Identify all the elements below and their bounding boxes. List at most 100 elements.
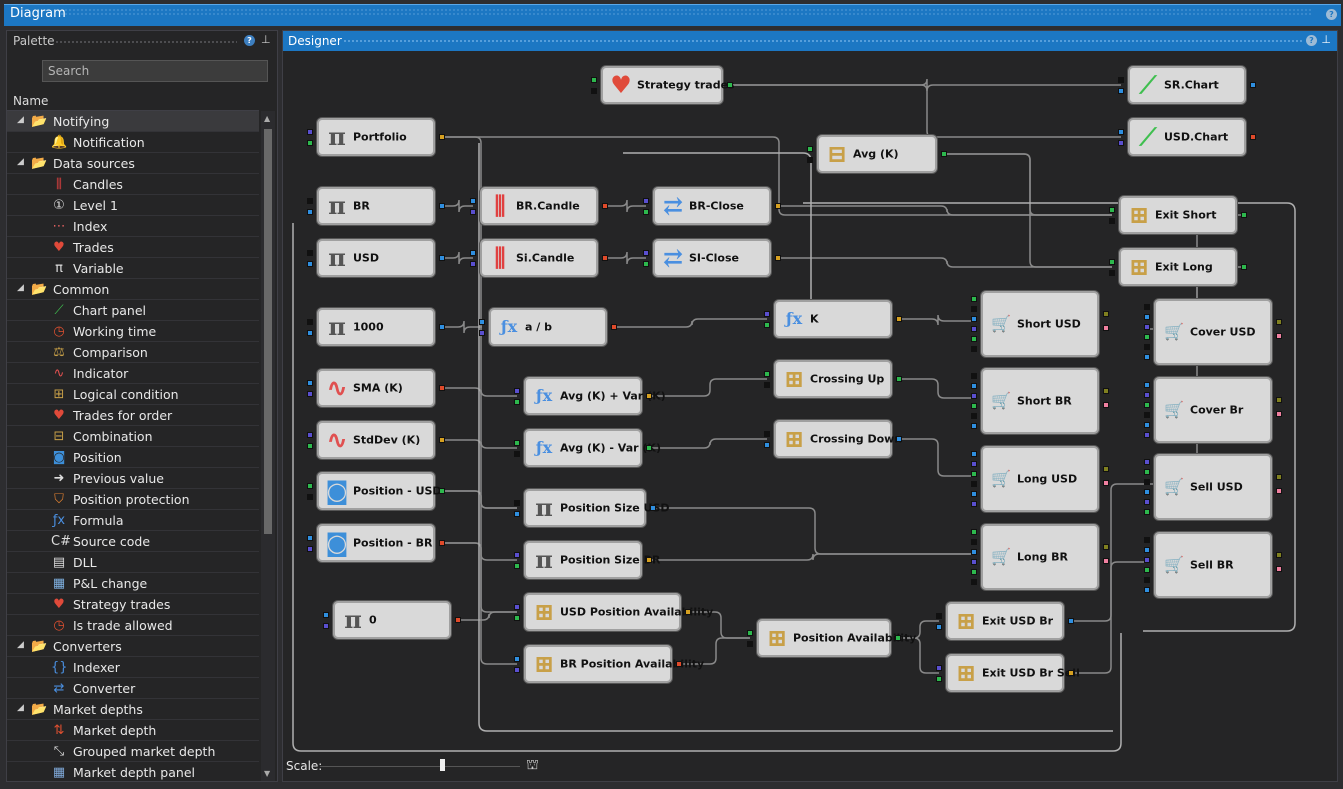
input-port[interactable] [470, 209, 476, 215]
node-short-br[interactable]: 🛒Short BR [981, 368, 1099, 434]
input-port[interactable] [307, 261, 313, 267]
output-port[interactable] [439, 255, 445, 261]
palette-item[interactable]: ⫼Candles [7, 174, 259, 195]
input-port[interactable] [1144, 344, 1150, 350]
input-port[interactable] [470, 261, 476, 267]
input-port[interactable] [936, 624, 942, 630]
input-port[interactable] [514, 500, 520, 506]
node-exit-long[interactable]: ⊞Exit Long [1119, 248, 1237, 286]
input-port[interactable] [307, 391, 313, 397]
input-port[interactable] [971, 413, 977, 419]
palette-item[interactable]: ⇄Converter [7, 678, 259, 699]
output-port[interactable] [1103, 480, 1109, 486]
node-si-close[interactable]: ⇄SI-Close [653, 239, 771, 277]
palette-item[interactable]: ⊟Combination [7, 426, 259, 447]
input-port[interactable] [307, 209, 313, 215]
input-port[interactable] [971, 373, 977, 379]
node-exit-short[interactable]: ⊞Exit Short [1119, 196, 1237, 234]
input-port[interactable] [971, 326, 977, 332]
input-port[interactable] [1144, 489, 1150, 495]
input-port[interactable] [1109, 218, 1115, 224]
output-port[interactable] [1250, 134, 1256, 140]
node-crossing-up[interactable]: ⊞Crossing Up [774, 360, 892, 398]
palette-scrollbar[interactable]: ▲ ▼ [261, 111, 275, 781]
input-port[interactable] [1144, 412, 1150, 418]
palette-category[interactable]: ◢📂Common [7, 279, 259, 300]
input-port[interactable] [971, 316, 977, 322]
input-port[interactable] [1144, 537, 1150, 543]
scale-slider-thumb[interactable] [440, 759, 445, 771]
input-port[interactable] [971, 559, 977, 565]
input-port[interactable] [307, 319, 313, 325]
node-exit-usd-br-sell[interactable]: ⊞Exit USD Br Sell [946, 654, 1080, 692]
input-port[interactable] [514, 399, 520, 405]
node-cover-usd[interactable]: 🛒Cover USD [1154, 299, 1272, 365]
palette-item[interactable]: ∿Indicator [7, 363, 259, 384]
node-br-close[interactable]: ⇄BR-Close [653, 187, 771, 225]
input-port[interactable] [764, 322, 770, 328]
palette-item[interactable]: 🔔Notification [7, 132, 259, 153]
input-port[interactable] [323, 623, 329, 629]
output-port[interactable] [1103, 466, 1109, 472]
palette-item[interactable]: ♥Strategy trades [7, 594, 259, 615]
input-port[interactable] [971, 579, 977, 585]
output-port[interactable] [1276, 319, 1282, 325]
output-port[interactable] [1068, 618, 1074, 624]
input-port[interactable] [1109, 270, 1115, 276]
output-port[interactable] [439, 385, 445, 391]
node-sr-chart[interactable]: ⟋SR.Chart [1128, 66, 1246, 104]
input-port[interactable] [1144, 304, 1150, 310]
node-sell-br[interactable]: 🛒Sell BR [1154, 532, 1272, 598]
input-port[interactable] [1144, 469, 1150, 475]
input-port[interactable] [971, 451, 977, 457]
output-port[interactable] [439, 134, 445, 140]
input-port[interactable] [514, 388, 520, 394]
output-port[interactable] [646, 445, 652, 451]
input-port[interactable] [643, 198, 649, 204]
output-port[interactable] [896, 436, 902, 442]
expand-arrow-icon[interactable]: ◢ [17, 157, 24, 167]
output-port[interactable] [439, 203, 445, 209]
input-port[interactable] [643, 261, 649, 267]
input-port[interactable] [971, 501, 977, 507]
input-port[interactable] [1144, 382, 1150, 388]
node-si-candle[interactable]: ⫼Si.Candle [480, 239, 598, 277]
input-port[interactable] [971, 336, 977, 342]
input-port[interactable] [936, 613, 942, 619]
output-port[interactable] [1103, 558, 1109, 564]
input-port[interactable] [971, 549, 977, 555]
input-port[interactable] [307, 443, 313, 449]
output-port[interactable] [1241, 212, 1247, 218]
node-usd-chart[interactable]: ⟋USD.Chart [1128, 118, 1246, 156]
input-port[interactable] [1118, 88, 1124, 94]
input-port[interactable] [1144, 499, 1150, 505]
input-port[interactable] [514, 667, 520, 673]
input-port[interactable] [1144, 324, 1150, 330]
help-icon[interactable]: ? [1326, 9, 1337, 20]
palette-item[interactable]: C#Source code [7, 531, 259, 552]
input-port[interactable] [514, 656, 520, 662]
output-port[interactable] [1103, 544, 1109, 550]
input-port[interactable] [1144, 334, 1150, 340]
palette-category[interactable]: ◢📂Converters [7, 636, 259, 657]
designer-pin-icon[interactable]: ⊥ [1321, 33, 1331, 46]
input-port[interactable] [764, 371, 770, 377]
input-port[interactable] [1144, 422, 1150, 428]
output-port[interactable] [685, 609, 691, 615]
output-port[interactable] [1250, 82, 1256, 88]
output-port[interactable] [1103, 311, 1109, 317]
node-sma-k[interactable]: ∿SMA (K) [317, 369, 435, 407]
input-port[interactable] [307, 494, 313, 500]
palette-item[interactable]: ⇅Market depth [7, 720, 259, 741]
input-port[interactable] [307, 535, 313, 541]
node-exit-usd-br[interactable]: ⊞Exit USD Br [946, 602, 1064, 640]
output-port[interactable] [646, 557, 652, 563]
output-port[interactable] [650, 505, 656, 511]
input-port[interactable] [1109, 207, 1115, 213]
input-port[interactable] [514, 552, 520, 558]
